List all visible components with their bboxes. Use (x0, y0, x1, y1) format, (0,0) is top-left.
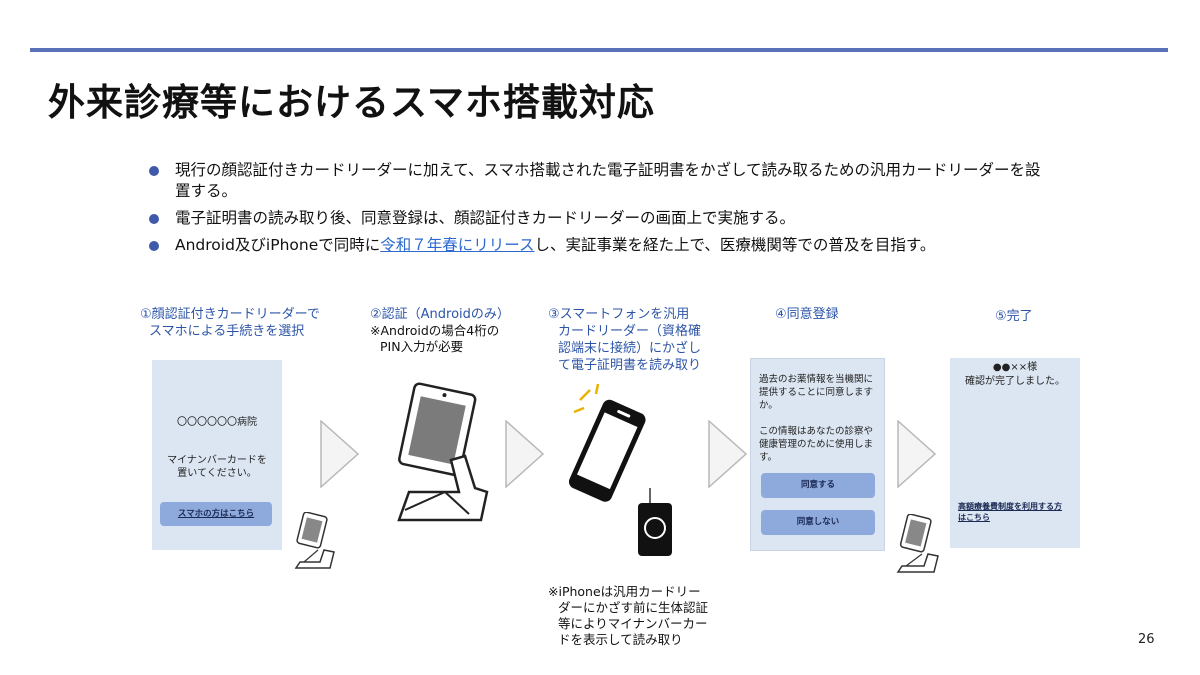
bullet-text: Android及びiPhoneで同時に (175, 236, 381, 254)
bullet-text: し、実証事業を経た上で、医療機関等での普及を目指す。 (534, 236, 936, 254)
bullet-item: 電子証明書の読み取り後、同意登録は、顔認証付きカードリーダーの画面上で実施する。 (147, 208, 1047, 229)
disagree-button[interactable]: 同意しない (761, 510, 875, 535)
agree-button[interactable]: 同意する (761, 473, 875, 498)
patient-name: ●●××様 (992, 362, 1038, 373)
complete-message: 確認が完了しました。 (965, 376, 1065, 387)
face-auth-card-reader-icon (397, 382, 489, 522)
arrow-right-icon (320, 420, 360, 488)
step-4-label: ④同意登録 (775, 307, 839, 322)
screen-consent: 過去のお薬情報を当機関に 提供することに同意します か。 この情報はあなたの診察… (750, 358, 885, 551)
generic-card-reader-icon (638, 488, 672, 556)
card-reader-small-icon (896, 514, 939, 573)
bullet-item: Android及びiPhoneで同時に令和７年春にリリースし、実証事業を経た上で… (147, 235, 1047, 256)
step-3-label: ③スマートフォンを汎用 カードリーダー（資格確 認端末に接続）にかざし て電子証… (548, 307, 702, 373)
bullet-list: 現行の顔認証付きカードリーダーに加えて、スマホ搭載された電子証明書をかざして読み… (147, 160, 1047, 262)
step-1-label: ①顔認証付きカードリーダーで スマホによる手続きを選択 (140, 307, 320, 339)
card-instruction: マイナンバーカードを 置いてください。 (167, 455, 267, 479)
card-reader-small-icon (294, 512, 335, 569)
page-number: 26 (1138, 632, 1155, 647)
bullet-text: 電子証明書の読み取り後、同意登録は、顔認証付きカードリーダーの画面上で実施する。 (175, 209, 796, 227)
consent-question: 過去のお薬情報を当機関に 提供することに同意します か。 この情報はあなたの診察… (759, 374, 874, 463)
bullet-text: 現行の顔認証付きカードリーダーに加えて、スマホ搭載された電子証明書をかざして読み… (175, 161, 1041, 200)
header-rule (30, 48, 1168, 52)
page-title: 外来診療等におけるスマホ搭載対応 (48, 81, 655, 124)
step-5-label: ⑤完了 (995, 309, 1033, 324)
hospital-name: 〇〇〇〇〇〇病院 (177, 417, 257, 428)
arrow-right-icon (505, 420, 545, 488)
bullet-item: 現行の顔認証付きカードリーダーに加えて、スマホ搭載された電子証明書をかざして読み… (147, 160, 1047, 202)
arrow-right-icon (708, 420, 748, 488)
release-link[interactable]: 令和７年春にリリース (380, 236, 535, 254)
high-cost-link[interactable]: 高額療養費制度を利用する方 はこちら (958, 502, 1062, 522)
smartphone-icon (568, 383, 646, 502)
screen-select-smartphone: 〇〇〇〇〇〇病院 マイナンバーカードを 置いてください。 スマホの方はこちら (152, 360, 282, 550)
screen-complete: ●●××様 確認が完了しました。 高額療養費制度を利用する方 はこちら (950, 358, 1080, 548)
arrow-right-icon (897, 420, 937, 488)
step-2-label: ②認証（Androidのみ） (370, 307, 510, 322)
smartphone-button[interactable]: スマホの方はこちら (160, 502, 272, 526)
android-note: ※Androidの場合4桁の PIN入力が必要 (370, 323, 500, 354)
iphone-note: ※iPhoneは汎用カードリー ダーにかざす前に生体認証 等によりマイナンバーカ… (548, 584, 709, 647)
